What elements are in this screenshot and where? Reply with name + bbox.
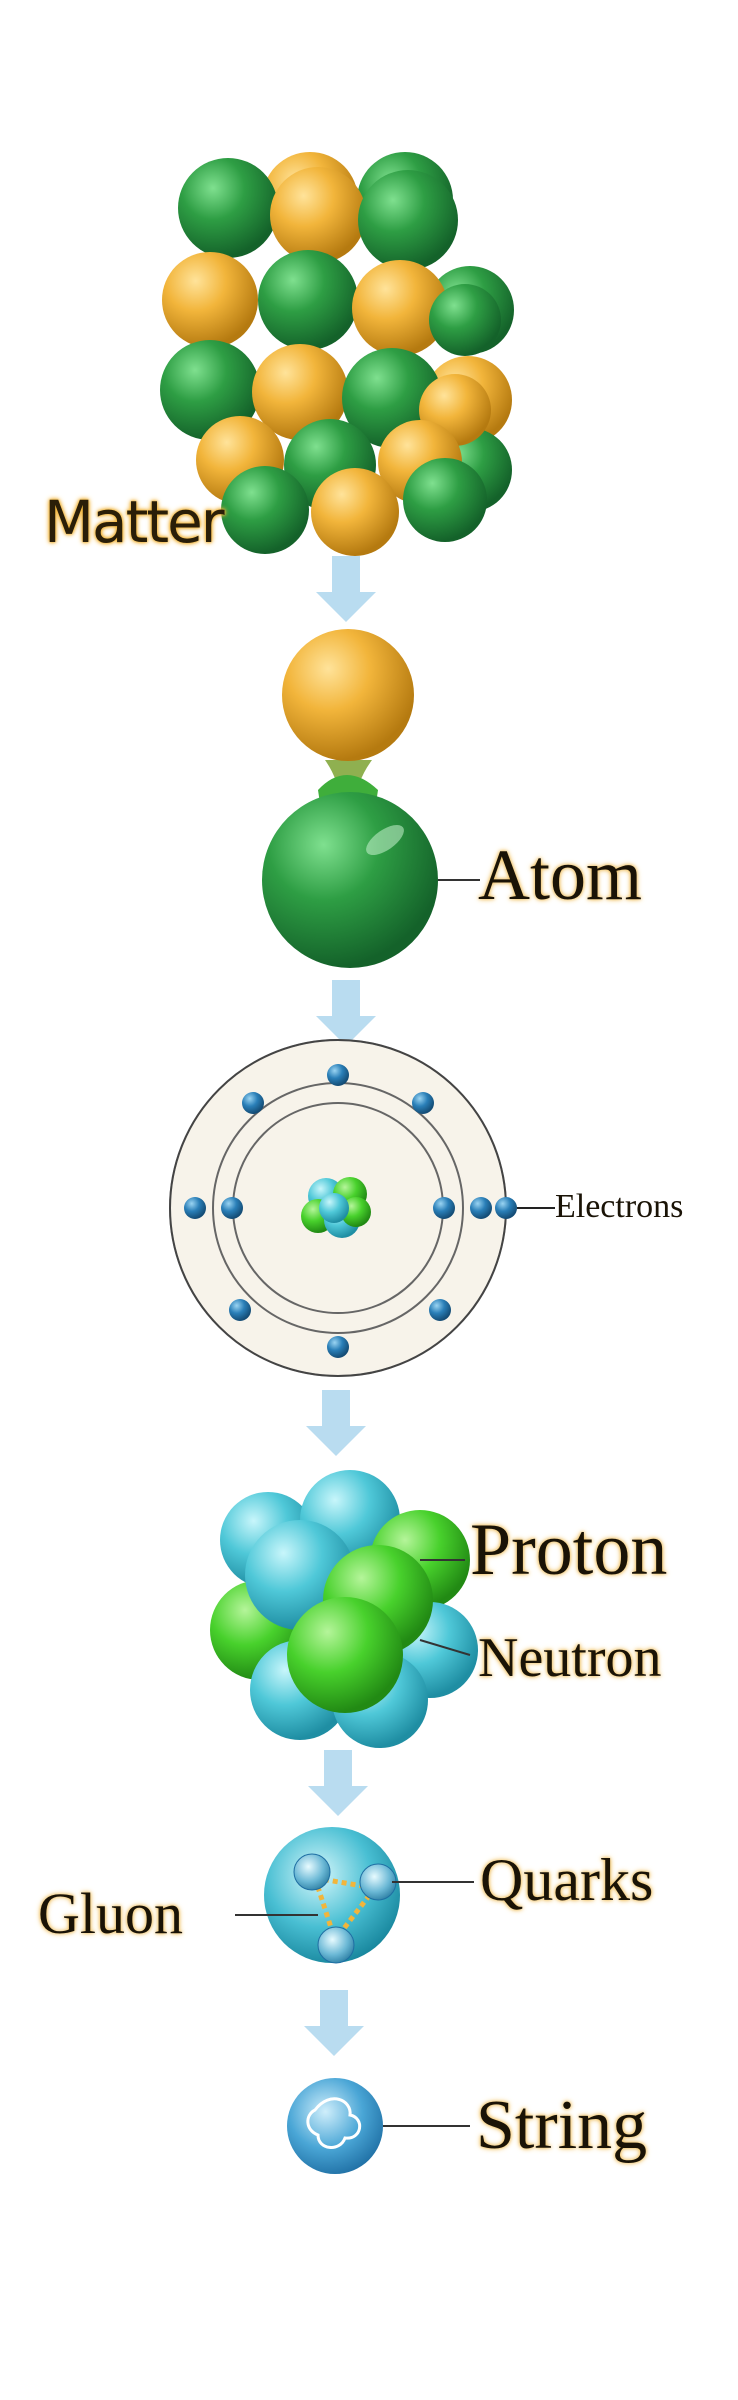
string-graphic [287,2078,383,2174]
down-arrow-4 [308,1750,368,1816]
gluon-label: Gluon [38,1881,183,1946]
proton-quark-graphic [264,1827,400,1964]
atom-graphic [262,629,438,968]
proton-label: Proton [470,1509,668,1591]
neutron-label: Neutron [478,1627,662,1689]
matter-lattice [160,152,514,556]
orbital-diagram [169,1039,517,1377]
quarks-label: Quarks [480,1847,654,1913]
electrons [184,1064,517,1358]
down-arrow-5 [304,1990,364,2056]
matter-label: Matter [44,488,225,556]
atom-label: Atom [478,835,643,915]
electrons-label: Electrons [555,1188,684,1225]
down-arrow-1 [316,556,376,622]
down-arrow-3 [306,1390,366,1456]
down-arrow-2 [316,980,376,1046]
nucleus-closeup [210,1470,478,1748]
nucleus [301,1177,371,1238]
neutron-leader-line [419,1639,471,1656]
string-label: String [476,2087,648,2164]
